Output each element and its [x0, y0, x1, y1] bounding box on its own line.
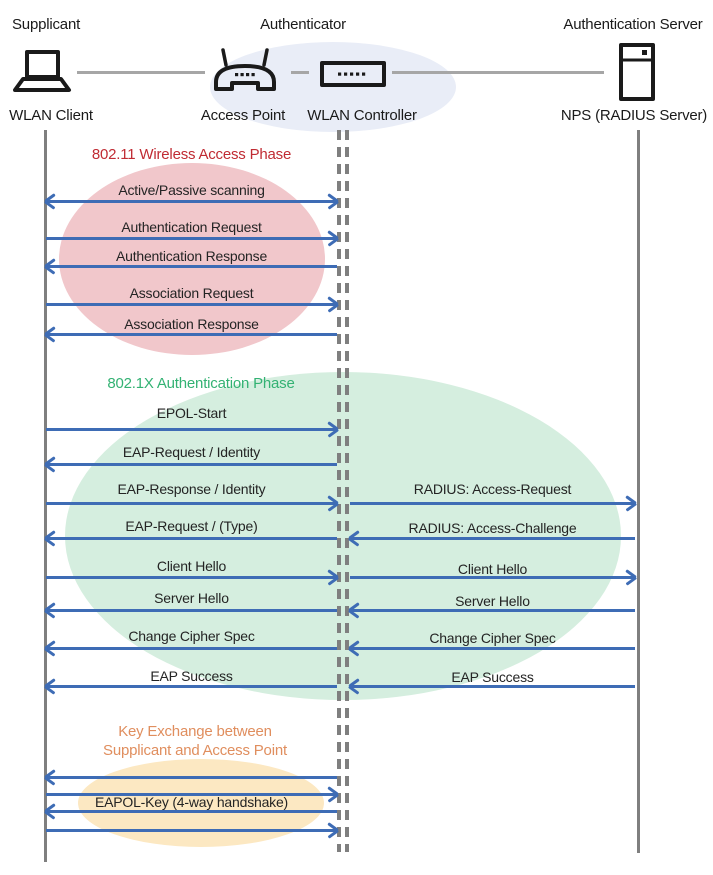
message-label: Client Hello — [457, 561, 528, 577]
role-label-supplicant: Supplicant — [12, 16, 81, 33]
message-arrow — [350, 609, 635, 612]
device-label-wlan-controller: WLAN Controller — [307, 107, 417, 124]
message-label: Server Hello — [455, 593, 530, 609]
message-arrow — [46, 609, 337, 612]
message-arrow — [46, 303, 337, 306]
connector-line-segment — [77, 71, 205, 74]
message-arrow — [350, 502, 635, 505]
connector-line-segment — [291, 71, 309, 74]
phase1-title: 802.11 Wireless Access Phase — [91, 146, 292, 163]
lifeline-nps-server — [637, 130, 640, 853]
message-arrow — [46, 463, 337, 466]
message-label: EAP-Request / (Type) — [125, 518, 258, 534]
message-arrow — [46, 793, 337, 796]
message-label: Association Response — [124, 316, 259, 332]
lifeline-wlan-controller-dashed — [345, 130, 349, 852]
connector-line-segment — [392, 71, 604, 74]
message-arrow — [46, 647, 337, 650]
message-label: RADIUS: Access-Challenge — [408, 520, 577, 536]
phase1-ellipse — [59, 163, 325, 355]
message-label: Change Cipher Spec — [128, 628, 255, 644]
access-point-icon — [210, 46, 280, 92]
message-arrow — [46, 428, 337, 431]
message-arrow — [350, 537, 635, 540]
message-label: EAP Success — [150, 668, 233, 684]
device-label-nps-radius-server: NPS (RADIUS Server) — [560, 107, 708, 124]
message-arrow — [46, 685, 337, 688]
phase3-title: Key Exchange between Supplicant and Acce… — [45, 722, 345, 760]
message-label: EPOL-Start — [156, 405, 227, 421]
message-arrow — [46, 237, 337, 240]
message-label: EAP Success — [451, 669, 534, 685]
message-arrow — [46, 333, 337, 336]
message-arrow — [46, 810, 337, 813]
message-label: Authentication Request — [121, 219, 262, 235]
message-arrow — [350, 647, 635, 650]
authenticator-highlight-ellipse — [210, 42, 456, 132]
message-label: Change Cipher Spec — [429, 630, 556, 646]
message-label: EAP-Request / Identity — [122, 444, 261, 460]
message-label: EAP-Response / Identity — [117, 481, 266, 497]
message-arrow — [46, 502, 337, 505]
message-label: Authentication Response — [115, 248, 268, 264]
server-icon — [619, 43, 655, 101]
message-arrow — [46, 576, 337, 579]
role-label-authentication-server: Authentication Server — [563, 16, 703, 33]
wlan-controller-icon — [320, 61, 386, 87]
role-label-authenticator: Authenticator — [260, 16, 346, 33]
message-label: RADIUS: Access-Request — [413, 481, 572, 497]
phase2-ellipse — [65, 372, 621, 700]
lifeline-wlan-client — [44, 130, 47, 862]
phase3-title-line2: Supplicant and Access Point — [103, 742, 287, 759]
message-label: Active/Passive scanning — [118, 182, 265, 198]
message-arrow — [350, 685, 635, 688]
message-arrow — [46, 776, 337, 779]
phase3-ellipse — [78, 759, 324, 847]
device-label-access-point: Access Point — [200, 107, 286, 124]
phase3-title-line1: Key Exchange between — [118, 723, 272, 740]
lifeline-wlan-controller-dashed — [337, 130, 341, 852]
message-arrow — [46, 265, 337, 268]
message-arrow — [46, 200, 337, 203]
message-label: Server Hello — [154, 590, 229, 606]
message-label: Client Hello — [156, 558, 227, 574]
phase2-title: 802.1X Authentication Phase — [107, 375, 295, 392]
message-arrow — [46, 537, 337, 540]
message-label: Association Request — [129, 285, 254, 301]
message-arrow — [46, 829, 337, 832]
laptop-icon — [12, 50, 72, 94]
device-label-wlan-client: WLAN Client — [9, 107, 93, 124]
message-arrow — [350, 576, 635, 579]
message-label: EAPOL-Key (4-way handshake) — [94, 794, 289, 810]
